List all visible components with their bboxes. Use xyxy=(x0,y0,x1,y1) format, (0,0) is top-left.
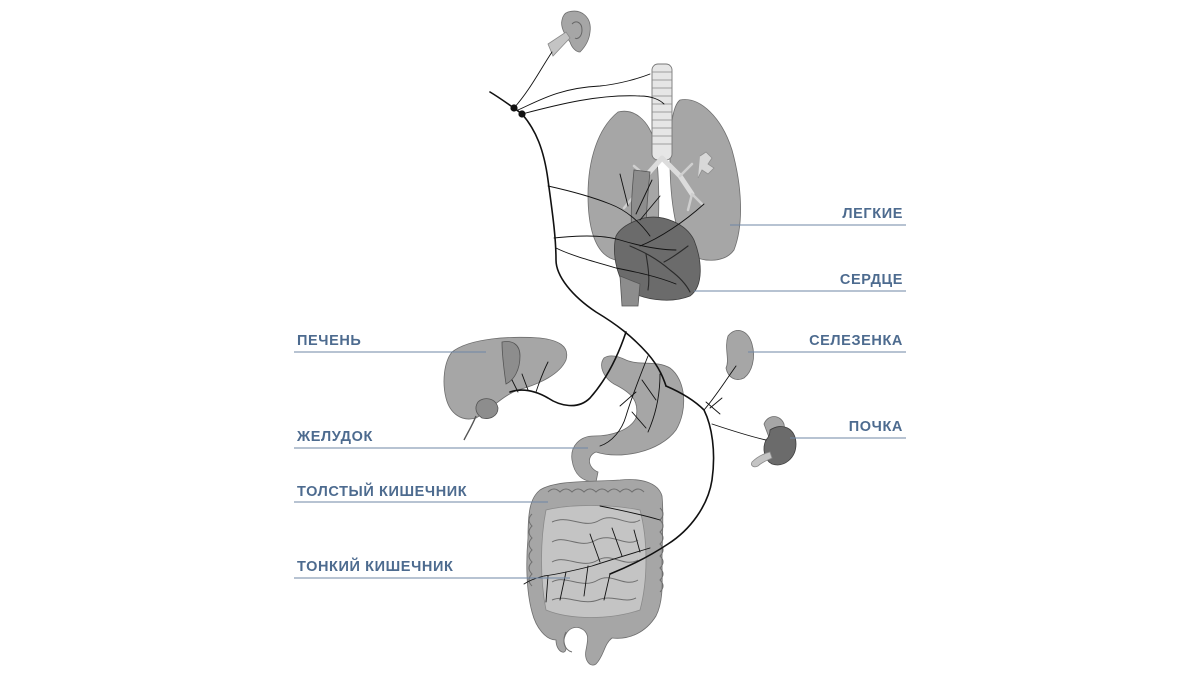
label-lungs: ЛЕГКИЕ xyxy=(842,206,903,222)
kidney xyxy=(751,416,797,468)
trachea xyxy=(651,63,673,161)
label-spleen: СЕЛЕЗЕНКА xyxy=(809,333,903,349)
lungs xyxy=(587,63,741,263)
label-small-intestine: ТОНКИЙ КИШЕЧНИК xyxy=(297,557,453,575)
label-large-intestine: ТОЛСТЫЙ КИШЕЧНИК xyxy=(297,482,467,500)
label-liver: ПЕЧЕНЬ xyxy=(297,333,361,349)
label-kidney: ПОЧКА xyxy=(849,419,903,435)
small-intestine xyxy=(541,505,647,653)
spleen xyxy=(725,330,754,380)
labels: ЛЕГКИЕ СЕРДЦЕ СЕЛЕЗЕНКА ПОЧКА ПЕЧЕНЬ ЖЕЛ… xyxy=(296,206,903,575)
liver xyxy=(443,336,568,441)
ear-icon xyxy=(547,10,591,57)
leader-lines xyxy=(294,224,906,579)
vagus-nerve xyxy=(489,51,767,603)
label-stomach: ЖЕЛУДОК xyxy=(296,429,373,445)
heart xyxy=(614,216,701,307)
label-heart: СЕРДЦЕ xyxy=(840,272,903,288)
stomach xyxy=(571,355,685,483)
